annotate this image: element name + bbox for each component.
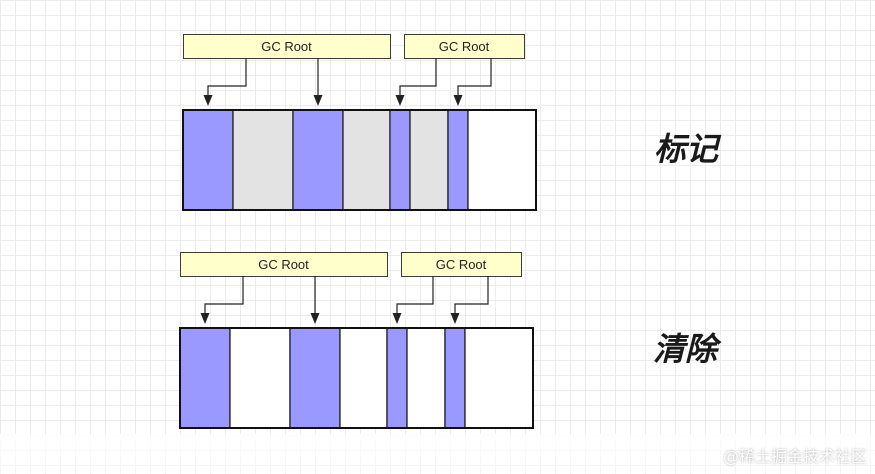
sweep-phase-label: 清除 (653, 330, 722, 368)
sweep-memory-cell-free (339, 327, 388, 429)
mark-gc-root-label: GC Root (261, 39, 312, 54)
sweep-memory-block-outline (179, 327, 534, 429)
mark-memory-cell-live (182, 109, 234, 211)
mark-memory-cell-live (292, 109, 344, 211)
mark-memory-cell-garbage (409, 109, 449, 211)
mark-gc-root-box (183, 34, 391, 59)
mark-arrow-head (203, 95, 213, 106)
mark-reference-arrow (457, 58, 492, 100)
mark-memory-block-outline (182, 109, 537, 211)
mark-reference-arrow (399, 58, 437, 100)
sweep-memory-cell-free (406, 327, 446, 429)
mark-memory-cell-live (389, 109, 411, 211)
sweep-memory-cell-live (386, 327, 408, 429)
mark-memory-cell-free (467, 109, 537, 211)
mark-memory-cell-garbage (342, 109, 391, 211)
sweep-reference-arrow (454, 276, 489, 318)
sweep-arrow-head (310, 313, 320, 324)
sweep-gc-root-box (180, 252, 388, 277)
bottom-fade (0, 434, 875, 474)
mark-arrow-head (313, 95, 323, 106)
sweep-gc-root-label: GC Root (258, 257, 309, 272)
sweep-memory-cell-live (289, 327, 341, 429)
sweep-gc-root-box (401, 252, 522, 277)
mark-arrow-head (453, 95, 463, 106)
mark-phase-label: 标记 (654, 130, 722, 168)
sweep-memory-cell-live (179, 327, 231, 429)
sweep-reference-arrow (396, 276, 434, 318)
watermark-text: @稀土掘金技术社区 (722, 447, 867, 466)
mark-gc-root-box (404, 34, 525, 59)
sweep-memory-cell-live (444, 327, 466, 429)
mark-arrow-head (395, 95, 405, 106)
sweep-arrow-head (450, 313, 460, 324)
mark-gc-root-label: GC Root (439, 39, 490, 54)
mark-reference-arrow (207, 58, 247, 100)
sweep-gc-root-label: GC Root (436, 257, 487, 272)
mark-memory-cell-live (447, 109, 469, 211)
sweep-memory-cell-free (229, 327, 291, 429)
sweep-arrow-head (200, 313, 210, 324)
sweep-arrow-head (392, 313, 402, 324)
sweep-memory-cell-free (464, 327, 534, 429)
sweep-reference-arrow (204, 276, 244, 318)
mark-memory-cell-garbage (232, 109, 294, 211)
